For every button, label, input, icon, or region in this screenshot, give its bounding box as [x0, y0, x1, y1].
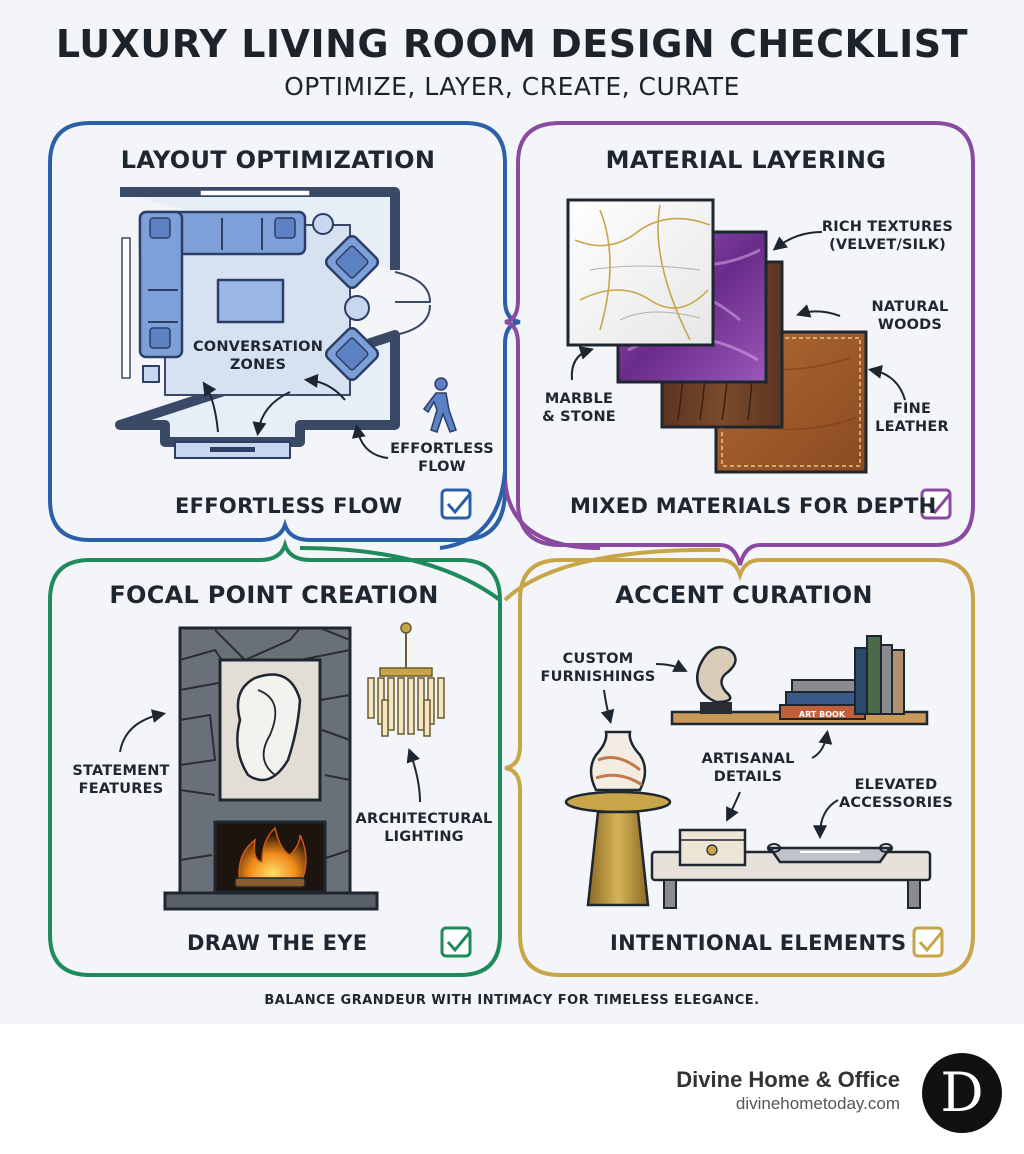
brand-name: Divine Home & Office: [676, 1067, 900, 1092]
material-frame: [504, 121, 975, 566]
illustration-canvas: ART BOOK: [48, 121, 975, 977]
chandelier: [367, 622, 445, 737]
statement-features-label: STATEMENT FEATURES: [72, 763, 170, 797]
infographic: ART BOOK LUXURY LIVING ROOM DESIGN CHECK…: [0, 0, 1024, 1024]
check-icon: [440, 488, 952, 958]
brand-url[interactable]: divinehometoday.com: [735, 1094, 900, 1113]
material-title: MATERIAL LAYERING: [605, 146, 887, 174]
elevated-accessories-label: ELEVATED ACCESSORIES: [838, 777, 954, 811]
marble-stone-label: MARBLE & STONE: [542, 391, 616, 425]
focal-frame: [48, 538, 502, 977]
accent-title: ACCENT CURATION: [615, 581, 873, 609]
layout-frame: [48, 121, 521, 542]
connector-green: [299, 546, 502, 602]
art-book-label: ART BOOK: [799, 710, 846, 719]
rich-textures-label: RICH TEXTURES (VELVET/SILK): [821, 219, 954, 253]
custom-furnishings-label: CUSTOM FURNISHINGS: [540, 651, 656, 685]
architectural-lighting-label: ARCHITECTURAL LIGHTING: [355, 811, 493, 845]
walking-person-icon: [422, 377, 457, 433]
brand-logo-letter: D: [940, 1061, 984, 1124]
connector-gold: [503, 547, 721, 602]
material-footer: MIXED MATERIALS FOR DEPTH: [570, 494, 937, 518]
layout-footer: EFFORTLESS FLOW: [175, 494, 403, 518]
floor-plan: [115, 187, 431, 459]
focal-footer: DRAW THE EYE: [187, 931, 368, 955]
material-swatches: [566, 198, 868, 474]
layout-title: LAYOUT OPTIMIZATION: [120, 146, 436, 174]
effortless-flow-label: EFFORTLESS FLOW: [390, 441, 494, 475]
accent-vignette: [564, 635, 932, 909]
natural-woods-label: NATURAL WOODS: [871, 299, 949, 333]
fine-leather-label: FINE LEATHER: [875, 401, 949, 435]
artisanal-details-label: ARTISANAL DETAILS: [701, 751, 795, 785]
accent-frame: [504, 558, 975, 977]
focal-title: FOCAL POINT CREATION: [109, 581, 439, 609]
conversation-zones-label: CONVERSATION ZONES: [192, 339, 324, 373]
page-subtitle: OPTIMIZE, LAYER, CREATE, CURATE: [284, 72, 740, 101]
accent-footer: INTENTIONAL ELEMENTS: [610, 931, 907, 955]
stone-fireplace: [163, 626, 379, 911]
footer-note: BALANCE GRANDEUR WITH INTIMACY FOR TIMEL…: [264, 993, 760, 1008]
brand-strip: Divine Home & Office divinehometoday.com…: [0, 1024, 1024, 1154]
page-title: LUXURY LIVING ROOM DESIGN CHECKLIST: [55, 22, 969, 66]
connector-blue: [439, 469, 507, 550]
connector-purple: [503, 479, 601, 550]
brand-logo: D: [922, 1053, 1002, 1133]
